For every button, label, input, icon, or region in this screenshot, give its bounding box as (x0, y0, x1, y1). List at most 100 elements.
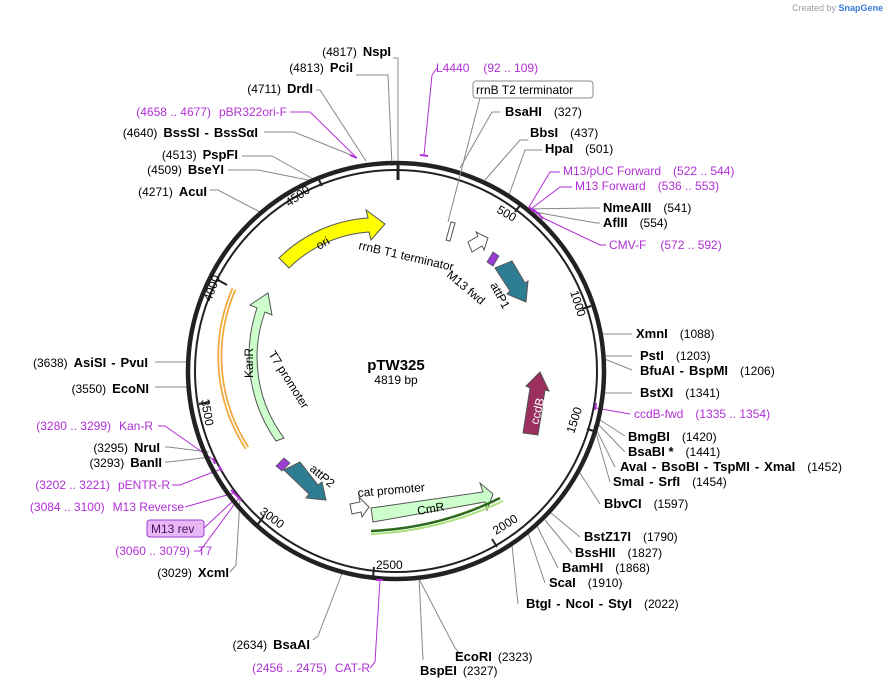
tick-label-1000: 1000 (567, 289, 589, 319)
primer-name-cmvf: CMV-F (609, 238, 646, 252)
site-name-ecori: EcoRI (455, 649, 492, 664)
site-name-pspfi: PspFI (203, 147, 238, 162)
rrnb-t1-label: rrnB T1 terminator (357, 238, 455, 273)
site-name-ncoi: NcoI (566, 596, 594, 611)
attp1-arrow[interactable] (494, 260, 529, 303)
site-label-asisi: (3638)AsiSI-PvuI (33, 355, 148, 370)
ccdb-arrow[interactable] (522, 371, 550, 436)
site-label-nspi: (4817)NspI (322, 44, 391, 59)
cat-promoter-arrow (349, 495, 370, 519)
site-pos-bsaai: (2634) (232, 638, 267, 652)
site-name-bstz17i: BstZ17I (584, 529, 631, 544)
m13-rev-leader (203, 501, 233, 529)
site-name-nmeaiii: NmeAIII (603, 200, 651, 215)
site-name-drdi: DrdI (287, 81, 313, 96)
site-name-btgi: BtgI (526, 596, 551, 611)
m13-rev-box (146, 519, 205, 538)
orange-feature-arc-inner (219, 288, 248, 449)
site-pos-xmni: (1088) (680, 327, 715, 341)
site-pos-scai: (1910) (588, 576, 623, 590)
credit: Created by SnapGene (792, 3, 883, 13)
site-name-bsobi: BsoBI (661, 459, 699, 474)
t7-promoter-feature (275, 457, 291, 472)
site-pos-bsssi: (4640) (123, 126, 158, 140)
site-name-smai: SmaI (613, 474, 644, 489)
primer-range-m13puc: (522 .. 544) (673, 164, 734, 178)
site-name-bbsi: BbsI (530, 125, 558, 140)
rrnb-t2-leader (447, 97, 481, 223)
rrnb-t2-terminator-arrow (445, 221, 456, 242)
site-pos-nrui: (3295) (93, 441, 128, 455)
site-name-bsssai: BssSαI (214, 125, 258, 140)
site-name-econi: EcoNI (112, 381, 149, 396)
rrnb-t2-box (472, 80, 594, 99)
primer-label-cmvf: CMV-F(572 .. 592) (609, 238, 722, 252)
site-name-hpai: HpaI (545, 141, 573, 156)
site-pos-bstz17i: (1790) (643, 530, 678, 544)
site-label-bmgbi: BmgBI(1420) (628, 429, 717, 444)
primer-label-pentr: (3202 .. 3221)pENTR-R (35, 478, 170, 492)
site-name-bsssi: BssSI (163, 125, 199, 140)
site-name-bsabi: BsaBI * (628, 444, 674, 459)
site-label-econi: (3550) EcoNI (71, 381, 149, 396)
site-pos-bbvci: (1597) (654, 497, 689, 511)
primer-name-kanr: Kan-R (119, 419, 153, 433)
m13-fwd-primer-feature (486, 251, 500, 267)
site-pos-bmgbi: (1420) (682, 430, 717, 444)
snapgene-logo: SnapGene (838, 3, 883, 13)
site-pos-econi: (3550) (71, 382, 106, 396)
site-label-pcii: (4813)PciI (289, 60, 353, 75)
tick-label-3500: 3500 (198, 398, 216, 427)
primer-range-ccdbfwd: (1335 .. 1354) (695, 407, 770, 421)
site-label-avai: AvaI-BsoBI-TspMI-XmaI(1452) (620, 459, 842, 474)
site-pos-asisi: (3638) (33, 356, 68, 370)
plasmid-size: 4819 bp (374, 373, 418, 387)
site-pos-bsahi: (327) (554, 105, 582, 119)
ori-label: ori (314, 234, 333, 253)
site-pos-bseyi: (4509) (147, 163, 182, 177)
kanr-arrow[interactable] (248, 292, 285, 442)
site-pos-pspfi: (4513) (162, 148, 197, 162)
site-name-xcmi: XcmI (198, 565, 229, 580)
primer-name-ccdbfwd: ccdB-fwd (634, 407, 683, 421)
site-name-bsaai: BsaAI (273, 637, 310, 652)
site-label-aflii: AflII(554) (603, 215, 668, 230)
site-pos-bfuai: (1206) (740, 364, 775, 378)
site-pos-btgi: (2022) (644, 597, 679, 611)
site-name-psti: PstI (640, 348, 664, 363)
primer-label-ccdbfwd: ccdB-fwd (1335 .. 1354) (634, 407, 770, 421)
site-label-bstxi: BstXI(1341) (640, 385, 720, 400)
site-pos-nmeaiii: (541) (663, 201, 691, 215)
primer-range-catr: (2456 .. 2475) (252, 661, 327, 675)
site-name-bseyi: BseYI (188, 162, 224, 177)
tick-label-2500: 2500 (376, 558, 403, 572)
site-label-hpai: HpaI(501) (545, 141, 613, 156)
site-pos-xcmi: (3029) (157, 566, 192, 580)
site-label-bfuai: BfuAI-BspMI(1206) (640, 363, 775, 378)
site-label-drdi: (4711)DrdI (247, 81, 313, 96)
primer-range-kanr: (3280 .. 3299) (36, 419, 111, 433)
site-pos-nspi: (4817) (322, 45, 357, 59)
primer-range-m13fwd: (536 .. 553) (658, 179, 719, 193)
site-label-bsaai: (2634) BsaAI (232, 637, 310, 652)
ori-arrow[interactable] (278, 208, 386, 269)
primer-label-t7: (3060 .. 3079)T7 (115, 544, 212, 558)
site-name-avai: AvaI (620, 459, 647, 474)
primer-label-m13rev: (3084 .. 3100)M13 Reverse (30, 500, 184, 514)
site-pos-avai: (1452) (807, 460, 842, 474)
primer-name-catr: CAT-R (335, 661, 370, 675)
cmr-underline (370, 496, 501, 533)
site-pos-acui: (4271) (138, 185, 173, 199)
site-label-psti: PstI(1203) (640, 348, 711, 363)
rrnb-t2-label: rrnB T2 terminator (476, 83, 573, 97)
tick-label-500: 500 (495, 202, 520, 224)
site-label-bspei: BspEI(2327) (420, 663, 498, 678)
primer-label-m13puc: M13/pUC Forward(522 .. 544) (563, 164, 734, 178)
site-name-aflii: AflII (603, 215, 628, 230)
m13-fwd-label: M13 fwd (444, 268, 488, 308)
site-name-xmni: XmnI (636, 326, 668, 341)
attp2-arrow[interactable] (283, 461, 327, 501)
site-label-smai: SmaI-SrfI(1454) (613, 474, 727, 489)
t7-promoter-label: T7 promoter (265, 348, 312, 411)
